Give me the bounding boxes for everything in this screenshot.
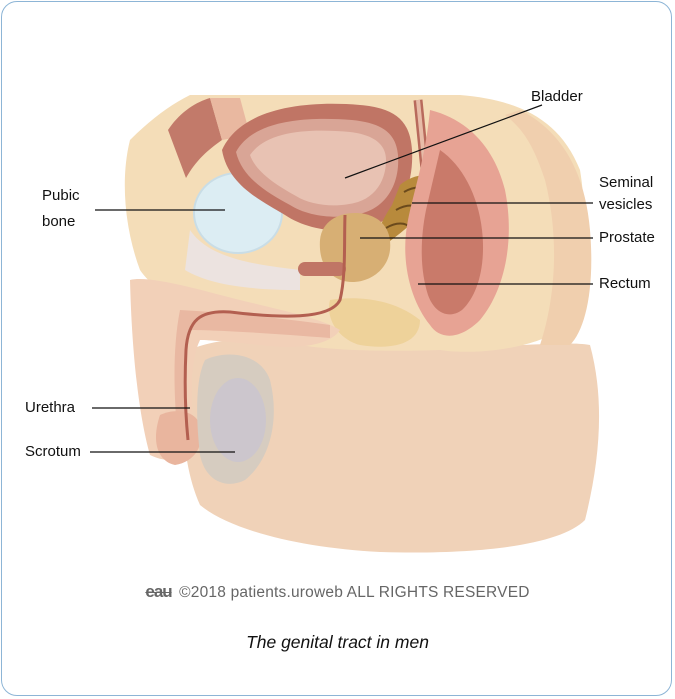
label-scrotum: Scrotum [25, 442, 81, 461]
copyright-text: ©2018 patients.uroweb ALL RIGHTS RESERVE… [179, 584, 529, 601]
label-urethra: Urethra [25, 398, 75, 417]
label-seminal-2: vesicles [599, 195, 652, 214]
testis [210, 378, 266, 462]
copyright-credit: eau ©2018 patients.uroweb ALL RIGHTS RES… [0, 582, 675, 602]
label-rectum: Rectum [599, 274, 651, 293]
label-seminal-1: Seminal [599, 173, 653, 192]
label-pubic-bone-2: bone [42, 212, 75, 231]
figure-caption: The genital tract in men [0, 632, 675, 653]
label-bladder: Bladder [531, 87, 583, 106]
label-prostate: Prostate [599, 228, 655, 247]
eau-logo: eau [145, 582, 171, 601]
sphincter [298, 262, 346, 276]
label-pubic-bone-1: Pubic [42, 186, 80, 205]
